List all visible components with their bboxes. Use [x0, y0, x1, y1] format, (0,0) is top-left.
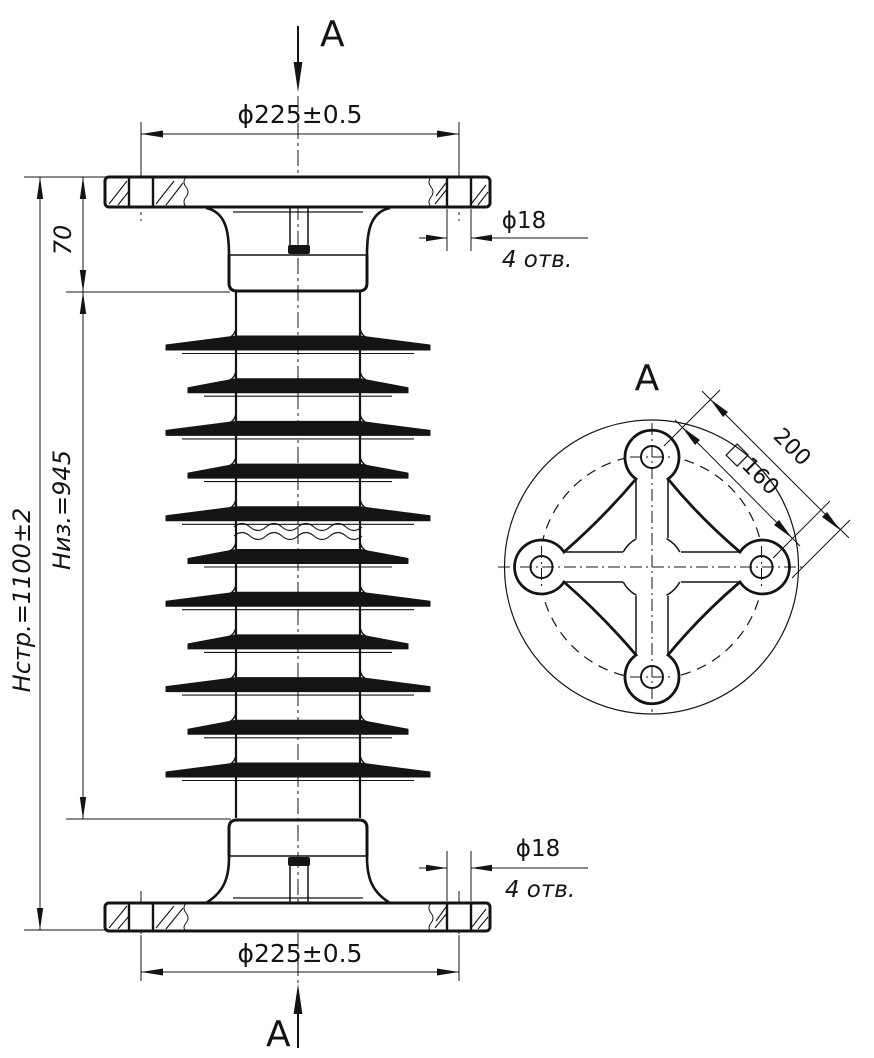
dim-text-cap-height: 70 [49, 225, 77, 256]
shed-small [187, 549, 409, 564]
dim-arrow-icon [822, 512, 840, 530]
dim-arrow-icon [79, 797, 87, 819]
shed-large [165, 677, 431, 693]
shed-small [187, 378, 409, 394]
section-arrow-icon [293, 62, 303, 92]
dim-insulation-height: Низ.=945 [48, 292, 231, 820]
dim-top-flange-diameter: ϕ225±0.5 [140, 100, 460, 172]
shed-large [165, 591, 431, 607]
dim-arrow-icon [774, 520, 792, 538]
section-arrow-icon [293, 984, 303, 1014]
bottom-flange-break-lines [183, 902, 434, 932]
dim-text-bottom-hole-diameter: ϕ18 [516, 836, 560, 862]
dim-text-top-flange-diameter: ϕ225±0.5 [238, 100, 363, 129]
bottom-bell-curves [205, 856, 391, 905]
shed-large [165, 335, 431, 351]
shed-small [187, 634, 409, 650]
dim-arrow-icon [79, 270, 87, 292]
top-cap [205, 206, 391, 293]
core-break-lines [233, 522, 363, 541]
top-flange [103, 175, 492, 209]
dim-text-height-total: Нстр.=1100±2 [8, 508, 36, 693]
top-slot [289, 208, 309, 248]
dim-bottom-hole-diameter: ϕ18 4 отв. [419, 836, 588, 903]
dim-arrow-icon [426, 234, 447, 242]
section-arrow-top: A [293, 14, 345, 92]
section-arrow-bottom: A [266, 984, 303, 1055]
shed-large [165, 506, 431, 522]
dim-text-insulation-height: Низ.=945 [48, 450, 76, 570]
insulator-sheds [165, 325, 431, 782]
dim-arrow-icon [79, 292, 87, 314]
top-cap-block [227, 255, 369, 293]
view-a-label: A [635, 358, 660, 399]
dim-arrow-icon [36, 908, 44, 930]
dim-cap-height: 70 [49, 177, 230, 293]
dim-top-hole-diameter: ϕ18 4 отв. [419, 208, 588, 273]
dim-arrow-icon [426, 864, 447, 872]
dim-arrow-icon [471, 234, 492, 242]
dim-arrow-icon [471, 864, 492, 872]
bottom-flange-bolt-holes [127, 903, 473, 931]
bottom-slot [289, 862, 309, 903]
dim-text-bottom-hole-count: 4 отв. [505, 877, 575, 903]
shed-small [187, 719, 409, 735]
dim-text-top-hole-count: 4 отв. [502, 247, 572, 273]
view-a: 200 □160 A [498, 358, 851, 715]
dim-text-bottom-flange-diameter: ϕ225±0.5 [238, 939, 363, 968]
dim-arrow-right-icon [437, 130, 459, 138]
dim-arrow-icon [682, 427, 700, 445]
bottom-flange [103, 901, 492, 933]
shed-large [165, 762, 431, 778]
bottom-flange-hatching [108, 905, 489, 930]
shed-large [165, 420, 431, 436]
section-label-bottom: A [266, 1014, 291, 1055]
bottom-cap-block [227, 818, 369, 857]
bottom-cap [205, 818, 391, 905]
top-flange-bolt-holes [127, 177, 473, 207]
top-bell-curves [205, 206, 391, 256]
dim-arrow-right-icon [437, 968, 459, 976]
dim-arrow-left-icon [141, 968, 163, 976]
dim-bottom-flange-diameter: ϕ225±0.5 [140, 935, 460, 981]
center-bore-arcs [622, 538, 681, 596]
dim-height-total: Нстр.=1100±2 [8, 176, 106, 931]
dim-arrow-icon [710, 399, 728, 417]
arm-edges [565, 480, 739, 654]
view-a-centerlines [498, 423, 806, 712]
dim-arrow-icon [79, 177, 87, 199]
top-flange-hatching [108, 180, 489, 206]
dim-arrow-left-icon [141, 130, 163, 138]
shed-small [187, 463, 409, 479]
dim-text-top-hole-diameter: ϕ18 [502, 208, 546, 234]
dim-arrow-icon [36, 177, 44, 199]
top-flange-break-lines [183, 176, 434, 208]
section-label-top: A [320, 14, 345, 55]
